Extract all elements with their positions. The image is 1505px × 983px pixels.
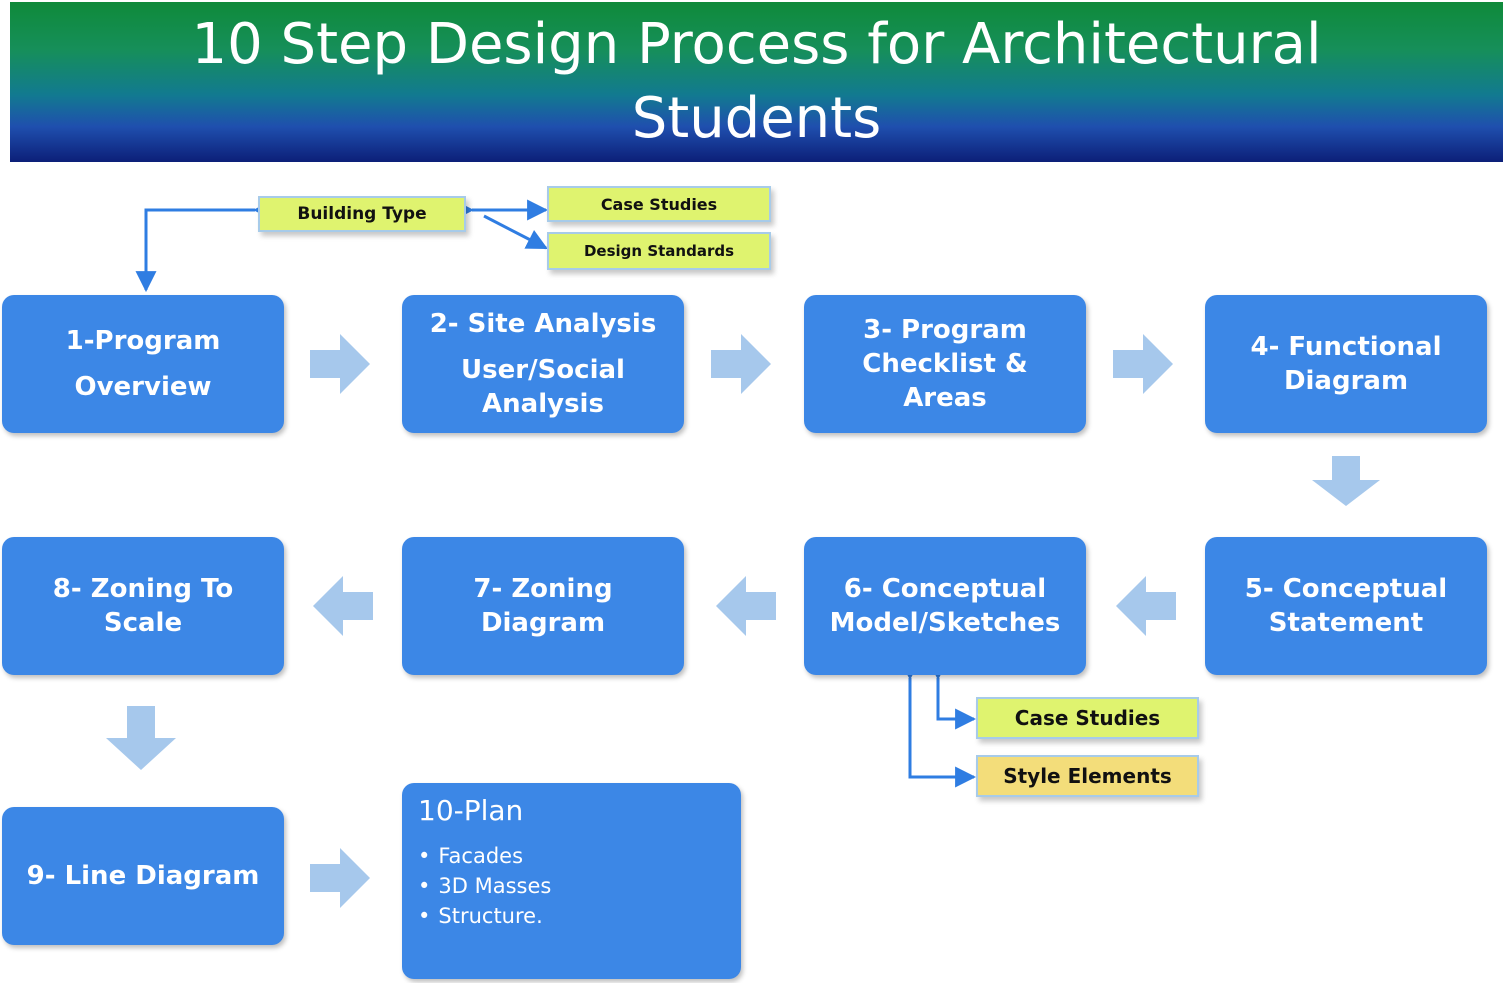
connector-step6-case-studies [927, 659, 977, 730]
flow-arrow-right-2 [711, 334, 771, 394]
step-6-line-2: Model/Sketches [829, 608, 1061, 638]
step-2-line-3: Analysis [482, 389, 604, 419]
plan-item-facades: Facades [418, 841, 725, 871]
connector-step6-style-elements [899, 659, 977, 788]
step-9-line-diagram: 9- Line Diagram [2, 807, 284, 945]
step-5-line-2: Statement [1268, 608, 1424, 638]
step-3-line-2: Checklist & [862, 349, 1028, 379]
tag-style-elements: Style Elements [976, 755, 1199, 797]
connector-building-type-design-standards [483, 214, 548, 250]
connector-building-type-to-program [135, 199, 274, 293]
step-7-zoning-diagram: 7- Zoning Diagram [402, 537, 684, 675]
step-1-program-overview: 1-Program Overview [2, 295, 284, 433]
step-7-line-1: 7- Zoning [473, 574, 613, 604]
step-5-line-1: 5- Conceptual [1244, 574, 1448, 604]
plan-title: 10-Plan [418, 794, 524, 827]
flow-arrow-left-1 [1116, 576, 1176, 636]
title-line-1: 10 Step Design Process for Architectural [191, 12, 1322, 77]
flow-arrow-down-1 [1312, 456, 1380, 506]
step-8-line-1: 8- Zoning To [52, 574, 234, 604]
flow-arrow-right-1 [310, 334, 370, 394]
step-3-program-checklist: 3- Program Checklist & Areas [804, 295, 1086, 433]
step-4-line-2: Diagram [1283, 366, 1409, 396]
step-8-line-2: Scale [103, 608, 183, 638]
step-1-line-1: 1-Program [65, 326, 221, 356]
step-3-line-1: 3- Program [863, 315, 1027, 345]
flow-arrow-left-3 [313, 576, 373, 636]
step-2-line-2: User/Social [461, 355, 625, 385]
step-7-line-2: Diagram [480, 608, 606, 638]
tag-design-standards: Design Standards [547, 232, 771, 270]
step-1-line-2: Overview [74, 372, 212, 402]
step-6-line-1: 6- Conceptual [843, 574, 1047, 604]
step-6-conceptual-model: 6- Conceptual Model/Sketches [804, 537, 1086, 675]
tag-case-studies-bottom: Case Studies [976, 697, 1199, 739]
plan-items: Facades 3D Masses Structure. [418, 841, 725, 931]
step-9-line-1: 9- Line Diagram [26, 861, 260, 891]
step-2-site-analysis: 2- Site Analysis User/Social Analysis [402, 295, 684, 433]
step-4-functional-diagram: 4- Functional Diagram [1205, 295, 1487, 433]
step-8-zoning-to-scale: 8- Zoning To Scale [2, 537, 284, 675]
step-4-line-1: 4- Functional [1250, 332, 1442, 362]
title-banner: 10 Step Design Process for Architectural… [10, 2, 1503, 162]
flow-arrow-down-2 [106, 706, 176, 770]
title-line-2: Students [631, 86, 882, 151]
tag-building-type: Building Type [258, 196, 466, 232]
plan-item-structure: Structure. [418, 901, 725, 931]
flow-arrow-right-3 [1113, 334, 1173, 394]
step-2-line-1: 2- Site Analysis [429, 309, 657, 339]
flow-arrow-right-4 [310, 848, 370, 908]
flow-arrow-left-2 [716, 576, 776, 636]
tag-case-studies-top: Case Studies [547, 186, 771, 222]
step-3-line-3: Areas [903, 383, 987, 413]
step-5-conceptual-statement: 5- Conceptual Statement [1205, 537, 1487, 675]
step-10-plan: 10-Plan Facades 3D Masses Structure. [402, 783, 741, 979]
plan-item-3d-masses: 3D Masses [418, 871, 725, 901]
